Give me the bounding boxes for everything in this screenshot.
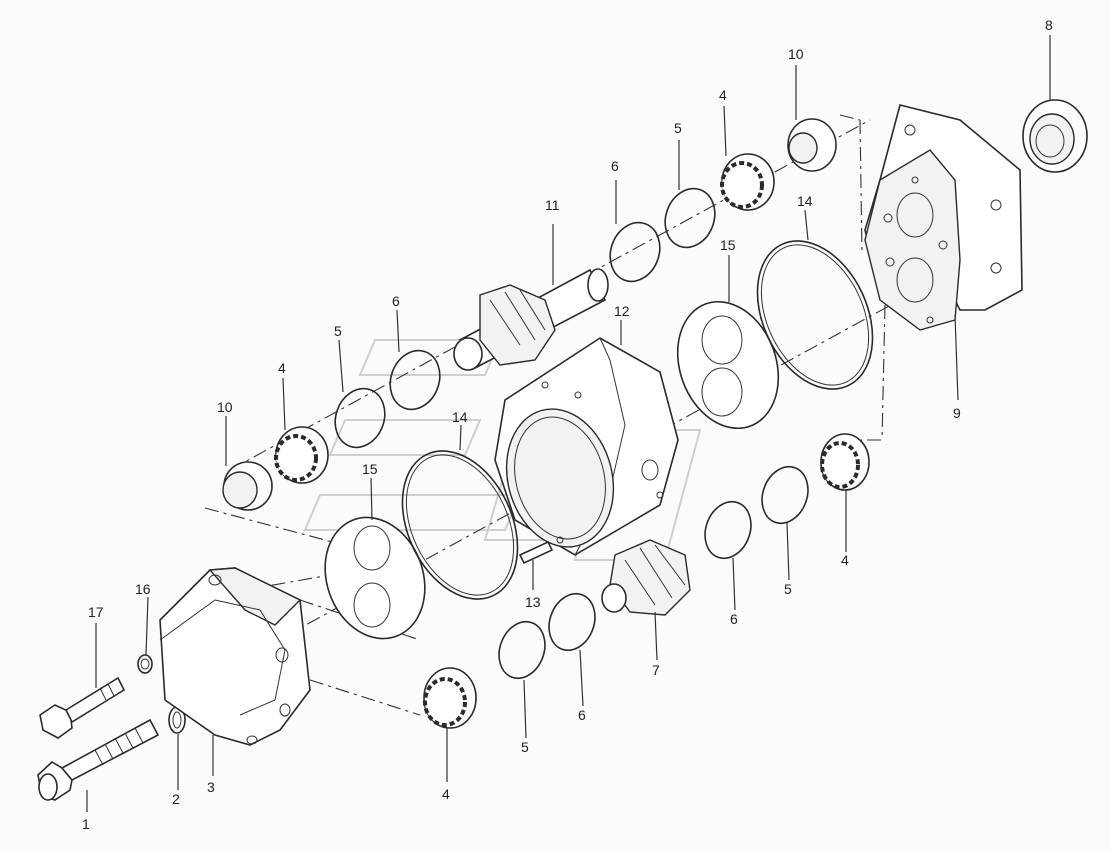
part-6-oring-lower	[548, 592, 596, 652]
part-3-front-cover	[159, 567, 311, 746]
part-6-oring-left	[389, 349, 441, 411]
part-5-oring-right	[761, 465, 809, 525]
part-2-washer	[168, 706, 186, 734]
callout-12: 12	[614, 303, 630, 319]
callout-15-upper: 15	[720, 237, 736, 253]
callout-5-left: 5	[334, 323, 342, 339]
part-10-bushing-lower	[222, 461, 273, 511]
callout-1: 1	[82, 816, 90, 832]
callout-7: 7	[652, 662, 660, 678]
part-16-washer	[137, 654, 153, 674]
part-14-gasket-lower	[401, 450, 519, 600]
callout-9: 9	[953, 405, 961, 421]
part-5-oring-upper	[664, 187, 716, 249]
callout-14-lower: 14	[452, 409, 468, 425]
callout-5-upper: 5	[674, 120, 682, 136]
part-15-thrust-plate-upper	[676, 300, 780, 430]
callout-3: 3	[207, 779, 215, 795]
callout-4-right: 4	[841, 552, 849, 568]
callout-6-left: 6	[392, 293, 400, 309]
part-5-oring-lower	[498, 620, 546, 680]
part-5-oring-left	[334, 387, 386, 449]
callout-4-upper: 4	[719, 87, 727, 103]
part-13-dowel-pin	[518, 540, 554, 565]
part-14-gasket-upper	[756, 240, 874, 390]
callout-13: 13	[525, 594, 541, 610]
part-4-bearing-right	[820, 433, 870, 491]
part-4-bearing-left	[274, 426, 329, 484]
callout-15-lower: 15	[362, 461, 378, 477]
callout-8: 8	[1045, 17, 1053, 33]
callout-6-lower: 6	[578, 707, 586, 723]
callout-4-lower: 4	[442, 786, 450, 802]
part-4-bearing-upper	[720, 153, 775, 211]
callout-10-lower: 10	[217, 399, 233, 415]
part-6-oring-right	[704, 500, 752, 560]
part-8-seal	[1022, 99, 1088, 173]
callout-labels: 1 2 3 4 5 6 7 13 16 17 15 14 10 4 5 6 11…	[82, 17, 1053, 832]
part-4-bearing-lower	[423, 667, 477, 729]
part-6-oring-upper	[609, 221, 661, 283]
part-7-driven-gear	[601, 539, 691, 616]
callout-5-right: 5	[784, 581, 792, 597]
callout-6-right: 6	[730, 611, 738, 627]
part-1-cap-screw	[37, 718, 160, 801]
callout-6-upper: 6	[611, 158, 619, 174]
callout-14-upper: 14	[797, 193, 813, 209]
callout-11: 11	[545, 197, 560, 213]
callout-17: 17	[88, 604, 104, 620]
callout-4-left: 4	[278, 360, 286, 376]
part-9-rear-cover	[864, 104, 1023, 331]
part-11-drive-gear	[453, 268, 609, 371]
part-15-thrust-plate-lower	[324, 516, 426, 640]
callout-2: 2	[172, 791, 180, 807]
callout-5-lower: 5	[521, 739, 529, 755]
part-17-hex-bolt	[39, 676, 126, 739]
part-10-bushing-upper	[787, 118, 837, 172]
callout-16: 16	[135, 581, 151, 597]
leader-lines	[86, 35, 1051, 812]
callout-10-upper: 10	[788, 46, 804, 62]
part-12-gear-housing	[494, 337, 679, 556]
